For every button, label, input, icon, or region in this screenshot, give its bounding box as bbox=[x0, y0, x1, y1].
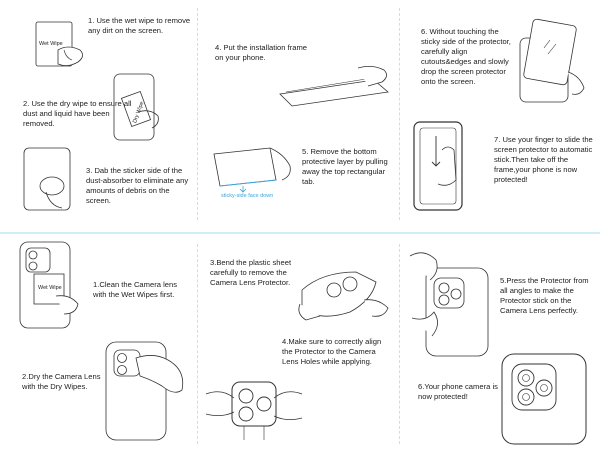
step3-text: 3. Dab the sticker side of the dust-abso… bbox=[86, 166, 189, 205]
step5-text: 5. Remove the bottom protective layer by… bbox=[302, 147, 388, 186]
wipe-label: Wet Wipe bbox=[38, 285, 62, 291]
step1-wet-wipe-illustration: Wet Wipe bbox=[30, 20, 90, 70]
lens-step1-text: 1.Clean the Camera lens with the Wet Wip… bbox=[93, 280, 177, 299]
lens-step3-text: 3.Bend the plastic sheet carefully to re… bbox=[210, 258, 292, 287]
section-divider bbox=[0, 232, 600, 234]
lens-step4-text: 4.Make sure to correctly align the Prote… bbox=[282, 337, 382, 366]
step2-dry-wipe-illustration: Dry Wipe bbox=[108, 72, 162, 144]
step5-peel-layer-illustration bbox=[210, 146, 298, 194]
step7-slide-finger-illustration bbox=[412, 120, 468, 212]
lens-step1-illustration: Wet Wipe bbox=[16, 240, 88, 330]
step2-text: 2. Use the dry wipe to ensure all dust a… bbox=[23, 99, 132, 128]
step6-drop-protector-illustration bbox=[514, 18, 590, 104]
lens-step5-text: 5.Press the Protector from all angles to… bbox=[500, 276, 589, 315]
lens-step6-illustration bbox=[498, 350, 590, 446]
lens-step3-illustration bbox=[294, 264, 394, 326]
step4-text: 4. Put the installation frame on your ph… bbox=[215, 43, 308, 62]
lens-step6-text: 6.Your phone camera is now protected! bbox=[418, 382, 498, 401]
step4-frame-illustration bbox=[270, 62, 396, 110]
column-divider bbox=[197, 244, 198, 444]
lens-step4-illustration bbox=[204, 374, 304, 442]
step3-dust-absorber-illustration bbox=[22, 146, 80, 212]
step6-text: 6. Without touching the sticky side of t… bbox=[421, 27, 511, 86]
lens-step2-illustration bbox=[102, 336, 194, 442]
lens-step2-text: 2.Dry the Camera Lens with the Dry Wipes… bbox=[22, 372, 101, 391]
lens-step5-illustration bbox=[406, 248, 498, 358]
step1-text: 1. Use the wet wipe to remove any dirt o… bbox=[88, 16, 191, 35]
step7-text: 7. Use your finger to slide the screen p… bbox=[494, 135, 593, 184]
column-divider bbox=[197, 8, 198, 220]
sticky-side-note: sticky-side face down bbox=[221, 193, 274, 199]
column-divider bbox=[399, 8, 400, 220]
column-divider bbox=[399, 244, 400, 444]
wipe-label: Wet Wipe bbox=[39, 41, 63, 47]
